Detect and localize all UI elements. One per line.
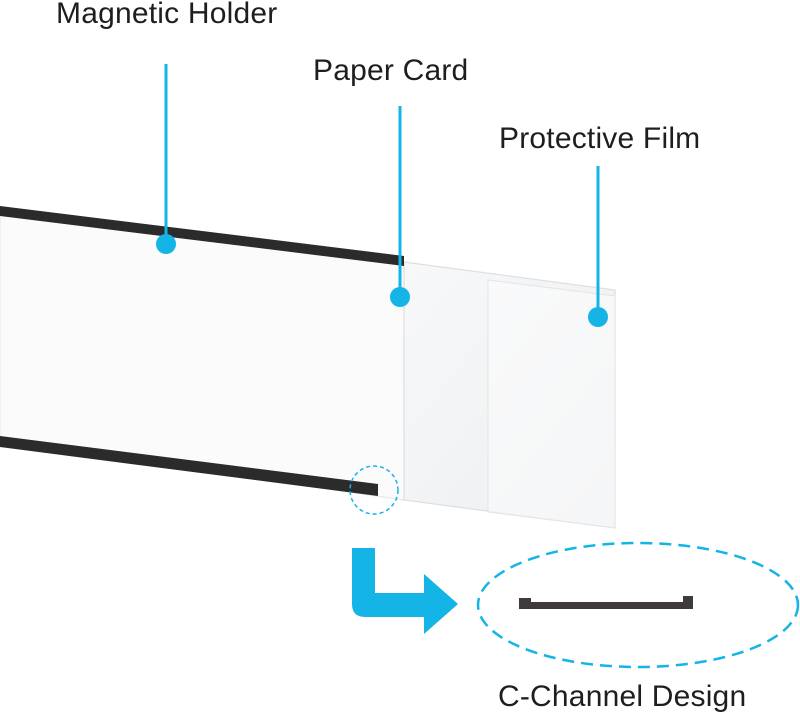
detail-highlight-circle (349, 465, 399, 515)
callout-arrow-icon (352, 548, 458, 634)
paper-card-label: Paper Card (313, 54, 469, 87)
magnetic-holder-label: Magnetic Holder (56, 0, 278, 30)
c-channel-highlight-ellipse (476, 541, 800, 669)
paper-card-pointer-dot (390, 287, 410, 307)
protective-film-edge (487, 279, 616, 529)
protective-film-label: Protective Film (499, 122, 701, 155)
protective-film-pointer-dot (588, 307, 608, 327)
holder-bottom-rail (0, 436, 378, 496)
c-channel-profile (519, 596, 693, 609)
c-channel-design-label: C-Channel Design (498, 680, 747, 713)
magnetic-holder-pointer-dot (156, 234, 176, 254)
holder-top-rail (0, 206, 404, 266)
